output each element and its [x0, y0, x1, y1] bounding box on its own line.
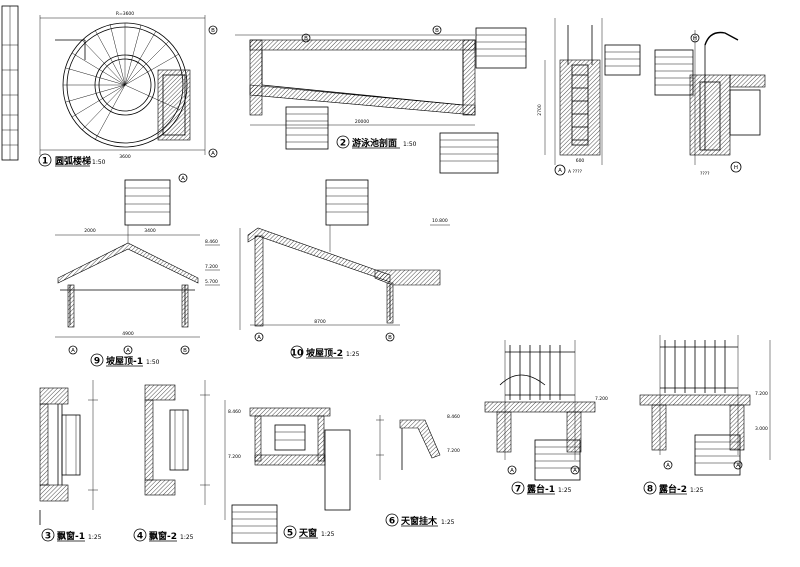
roof1-elev-b: 7.200 [205, 264, 218, 270]
detail-4-title: 飘窗-2 [149, 530, 177, 542]
pool-axis-left: B [304, 36, 308, 42]
detail-5-scale: 1:25 [321, 531, 335, 538]
detail-3-title: 飘窗-1 [57, 530, 85, 542]
detail-10-title: 坡屋顶-2 [306, 347, 343, 359]
roof1-axis-1: A [71, 348, 75, 354]
detail-7-scale: 1:25 [558, 487, 572, 494]
roof1-elev-a: 8.460 [205, 239, 218, 245]
detail-7-number: 7 [515, 485, 521, 495]
detail-2-title: 游泳池剖面 [352, 137, 397, 149]
ladder-caption-h: ???? [700, 171, 710, 177]
skylight-elev-a: 8.460 [228, 409, 241, 415]
stair-axis-low: A [181, 176, 185, 182]
detail-2-number: 2 [340, 139, 346, 149]
detail-skylight: 8.460 7.200 5 天窗 1:25 [224, 400, 351, 544]
stair-axis-bottom: A [211, 151, 215, 157]
roof2-elev-top: 10.800 [432, 218, 448, 224]
ladder-section-axis-h: H [734, 165, 738, 171]
detail-8-number: 8 [647, 485, 653, 495]
roof1-axis-2: A [126, 348, 130, 354]
detail-skylight-timber: 8.460 7.200 6 天窗挂木 1:25 [376, 414, 460, 527]
ladder-axis-a: A [558, 168, 562, 174]
terrace1-axis-left: A [510, 468, 514, 474]
skylight-elev-b: 7.200 [228, 454, 241, 460]
ladder-dim-bottom: 600 [576, 158, 585, 164]
detail-1-scale: 1:50 [92, 159, 106, 166]
terrace1-axis-right: A [573, 468, 577, 474]
detail-3-number: 3 [45, 532, 51, 542]
detail-8-scale: 1:25 [690, 487, 704, 494]
detail-spiral-stair: R=3600 3600 B A A 1 圆弧楼梯 1:50 [38, 11, 218, 183]
roof2-dim-bottom: 8700 [314, 319, 326, 325]
detail-6-scale: 1:25 [441, 519, 455, 526]
detail-9-scale: 1:50 [146, 359, 160, 366]
detail-1-number: 1 [42, 157, 48, 167]
detail-pool-section: 20000 B B 2 游泳池剖面 1:50 [235, 25, 527, 174]
detail-roof-1: 2000 3400 4900 8.460 7.200 5.700 A A B 9… [55, 179, 220, 367]
roof1-dim-bottom: 4900 [122, 331, 134, 337]
detail-6-title: 天窗挂木 [401, 515, 438, 527]
detail-ladder-elevation: 2700 600 A A ???? [537, 18, 641, 176]
ladder-dim-height: 2700 [537, 104, 543, 116]
detail-2-scale: 1:50 [403, 141, 417, 148]
detail-5-title: 天窗 [299, 527, 317, 539]
roof1-axis-3: B [183, 348, 187, 354]
timber-elev-a: 8.460 [447, 414, 460, 420]
stair-dim-top: R=3600 [116, 11, 134, 17]
roof1-elev-c: 5.700 [205, 279, 218, 285]
terrace1-elev: 7.200 [595, 396, 608, 402]
detail-7-title: 露台-1 [527, 483, 555, 495]
detail-terrace-2: 7.200 3.000 A A 8 露台-2 1:25 [639, 335, 771, 495]
terrace2-elev-b: 3.000 [755, 426, 768, 432]
detail-10-scale: 1:25 [346, 351, 360, 358]
ladder-caption-a: A ???? [568, 169, 583, 175]
roof2-axis-right: B [388, 335, 392, 341]
detail-1-title: 圆弧楼梯 [55, 155, 91, 167]
terrace2-axis-left: A [666, 463, 670, 469]
detail-9-title: 坡屋顶-1 [106, 355, 143, 367]
roof1-dim-top-b: 3400 [144, 228, 156, 234]
pool-axis-right: B [435, 28, 439, 34]
detail-ladder-section: H H ???? [654, 30, 766, 177]
detail-3-scale: 1:25 [88, 534, 102, 541]
detail-10-number: 10 [291, 349, 304, 359]
detail-5-number: 5 [287, 529, 293, 539]
title-block-strip [1, 5, 19, 161]
terrace2-elev-a: 7.200 [755, 391, 768, 397]
detail-roof-2: 8700 10.800 A B 10 坡屋顶-2 1:25 [239, 179, 450, 359]
detail-4-scale: 1:25 [180, 534, 194, 541]
detail-bay-window-2: 4 飘窗-2 1:25 [133, 380, 210, 542]
detail-6-number: 6 [389, 517, 395, 527]
roof1-dim-top-a: 2000 [84, 228, 96, 234]
stair-dim-bottom: 3600 [119, 154, 131, 160]
detail-terrace-1: A A 7.200 7 露台-1 1:25 [484, 340, 608, 495]
stair-axis-top: B [211, 28, 215, 34]
detail-4-number: 4 [137, 532, 143, 542]
roof2-axis-left: A [257, 335, 261, 341]
detail-bay-window-1: 3 飘窗-1 1:25 [39, 380, 102, 542]
timber-elev-b: 7.200 [447, 448, 460, 454]
pool-dim-bottom: 20000 [355, 119, 369, 125]
terrace2-axis-right: A [736, 463, 740, 469]
ladder-section-axis-top: H [693, 36, 697, 42]
detail-8-title: 露台-2 [659, 483, 687, 495]
detail-9-number: 9 [94, 357, 100, 367]
